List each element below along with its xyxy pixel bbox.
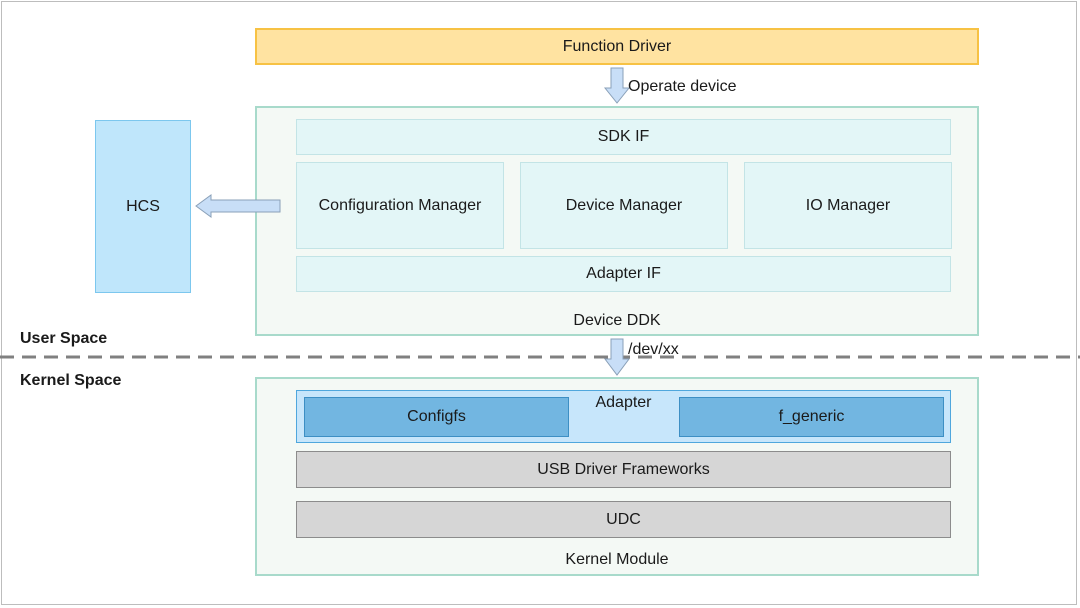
user-space-label: User Space bbox=[20, 330, 108, 347]
udc-label: UDC bbox=[606, 510, 641, 528]
configuration-manager-box: Configuration Manager bbox=[296, 162, 504, 249]
f-generic-box: f_generic bbox=[679, 397, 944, 437]
sdk-if-box: SDK IF bbox=[296, 119, 951, 155]
configuration-manager-label: Configuration Manager bbox=[318, 196, 482, 214]
configfs-label: Configfs bbox=[407, 408, 466, 425]
hcs-arrow bbox=[195, 194, 281, 218]
kernel-space-label: Kernel Space bbox=[20, 372, 122, 389]
io-manager-label: IO Manager bbox=[805, 196, 891, 214]
device-ddk-label: Device DDK bbox=[573, 312, 661, 329]
usb-driver-frameworks-label: USB Driver Frameworks bbox=[537, 460, 710, 478]
f-generic-label: f_generic bbox=[778, 408, 845, 425]
hcs-box: HCS bbox=[95, 120, 191, 293]
dev-xx-arrow bbox=[604, 338, 630, 376]
adapter-if-box: Adapter IF bbox=[296, 256, 951, 292]
function-driver-label: Function Driver bbox=[562, 37, 672, 55]
adapter-if-label: Adapter IF bbox=[586, 265, 661, 282]
kernel-module-label: Kernel Module bbox=[565, 551, 669, 568]
usb-driver-frameworks-box: USB Driver Frameworks bbox=[296, 451, 951, 488]
adapter-label: Adapter bbox=[595, 394, 652, 411]
dev-xx-label: /dev/xx bbox=[628, 341, 679, 358]
hcs-label: HCS bbox=[126, 197, 160, 215]
operate-device-label: Operate device bbox=[628, 78, 737, 95]
operate-device-arrow bbox=[603, 67, 631, 104]
device-manager-box: Device Manager bbox=[520, 162, 728, 249]
udc-box: UDC bbox=[296, 501, 951, 538]
device-manager-label: Device Manager bbox=[565, 196, 683, 214]
function-driver-box: Function Driver bbox=[255, 28, 979, 65]
io-manager-box: IO Manager bbox=[744, 162, 952, 249]
configfs-box: Configfs bbox=[304, 397, 569, 437]
sdk-if-label: SDK IF bbox=[597, 128, 650, 145]
